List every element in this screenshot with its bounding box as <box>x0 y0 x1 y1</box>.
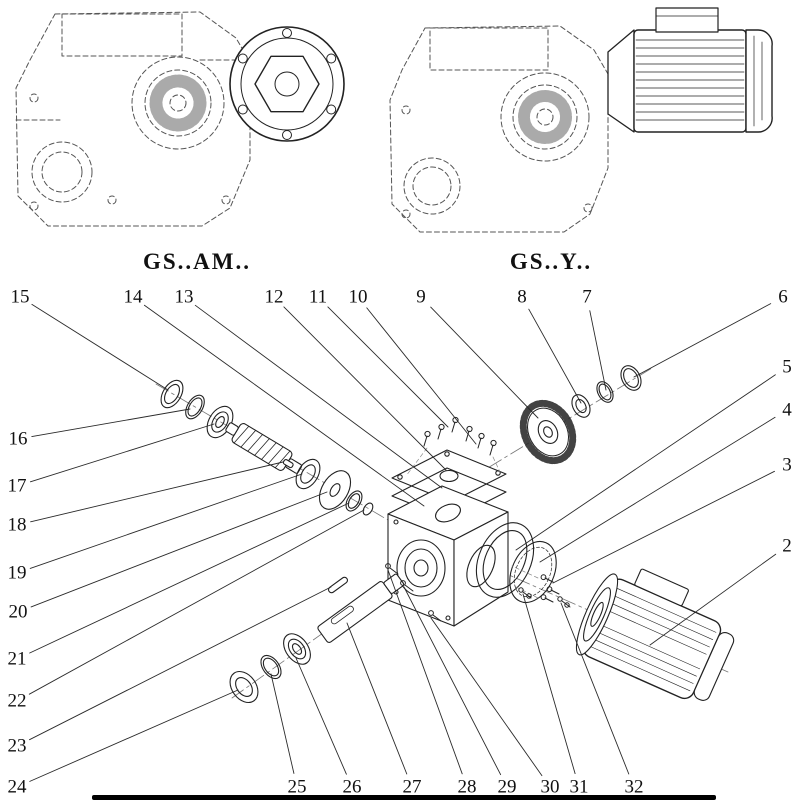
disc-20 <box>318 470 352 510</box>
bearing-19 <box>295 458 321 490</box>
screw-28 <box>385 563 399 575</box>
leader-line-11 <box>327 306 449 428</box>
view-gs-y <box>389 7 773 233</box>
leader-line-4 <box>539 416 776 563</box>
ring-6 <box>620 365 642 391</box>
leader-line-2 <box>649 553 777 646</box>
leader-line-15 <box>31 303 169 391</box>
worm-gear-9 <box>519 399 577 465</box>
leader-line-21 <box>29 502 350 654</box>
leader-line-16 <box>31 408 191 438</box>
worm-shaft <box>225 422 303 474</box>
leader-line-26 <box>295 657 347 775</box>
leader-line-25 <box>270 673 295 774</box>
bottom-scan-artifact <box>92 795 716 800</box>
input-shaft-parts <box>160 379 374 516</box>
leader-line-31 <box>522 593 576 775</box>
leader-line-9 <box>430 306 539 419</box>
bearing-17 <box>206 405 234 439</box>
electric-motor <box>607 7 773 133</box>
output-shaft-27 <box>317 573 405 643</box>
washer-24 <box>229 670 259 704</box>
screw-29 <box>400 580 414 592</box>
bearing-26 <box>283 633 311 665</box>
pin-18 <box>282 459 294 469</box>
gearbox-outline-dashed <box>15 11 251 227</box>
leader-line-29 <box>403 586 502 776</box>
leader-line-7 <box>589 310 607 391</box>
leader-line-10 <box>366 307 477 445</box>
output-flange <box>229 26 345 142</box>
flange-parts <box>475 522 560 604</box>
bearing-face-hatch <box>149 74 207 132</box>
view-gs-am <box>15 11 345 227</box>
view-label-gs-am: GS..AM.. <box>143 249 251 274</box>
ring-21 <box>345 490 363 512</box>
leader-line-13 <box>194 304 443 489</box>
gearbox-outline-dashed <box>389 25 609 233</box>
circlip-7 <box>596 381 614 403</box>
motor-flange-ring-5 <box>475 522 535 598</box>
leader-lines <box>28 303 777 782</box>
leader-line-17 <box>29 423 215 483</box>
housing-14 <box>387 485 509 627</box>
cover-screws-10-11 <box>423 416 497 456</box>
bolt-guide-lines <box>511 565 539 599</box>
leader-line-27 <box>346 622 408 775</box>
leader-line-18 <box>30 461 284 523</box>
leader-line-12 <box>283 306 447 471</box>
leader-line-22 <box>28 509 365 695</box>
circlip-16 <box>185 394 205 420</box>
circlip-25 <box>260 654 282 680</box>
leader-line-6 <box>633 303 772 378</box>
gear-parts <box>519 365 642 465</box>
screw-guide-lines <box>405 447 501 477</box>
leader-line-3 <box>552 470 775 584</box>
bearing-face-hatch <box>518 90 572 144</box>
leader-line-8 <box>528 308 582 404</box>
leader-line-19 <box>29 473 303 569</box>
screw-30 <box>428 610 442 622</box>
leader-line-28 <box>387 569 463 775</box>
bolts-32 <box>557 596 571 608</box>
oring-22 <box>362 502 374 516</box>
leader-line-32 <box>560 602 630 775</box>
bolts-31 <box>518 587 532 599</box>
leader-line-23 <box>29 586 332 741</box>
leader-line-14 <box>143 304 425 507</box>
leader-line-5 <box>515 374 776 551</box>
small-fasteners <box>385 563 571 622</box>
ring-15 <box>160 379 184 409</box>
motor-2 <box>575 568 735 701</box>
key-23 <box>327 576 349 594</box>
leader-line-30 <box>430 617 543 777</box>
flange-gasket-4 <box>509 540 557 604</box>
leader-line-20 <box>30 491 328 608</box>
leader-line-24 <box>29 689 239 782</box>
output-shaft-parts <box>229 573 405 704</box>
exploded-view <box>155 365 735 704</box>
view-label-gs-y: GS..Y.. <box>509 249 593 274</box>
flange-bolts-3 <box>540 574 560 603</box>
washer-8 <box>571 394 591 418</box>
